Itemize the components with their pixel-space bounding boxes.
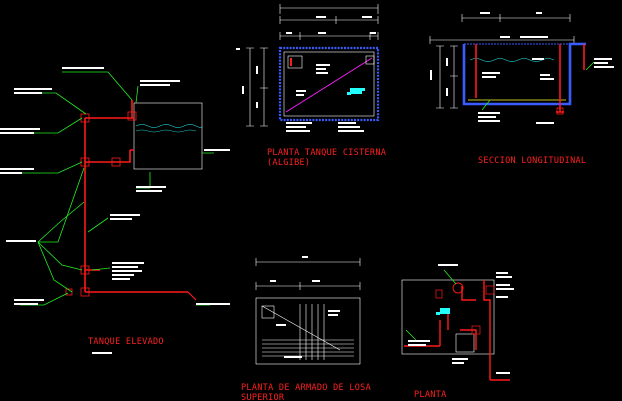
seccion-leaders: [481, 61, 595, 111]
title-armado-losa-1: PLANTA DE ARMADO DE LOSA: [241, 383, 371, 393]
cisterna-annotations: [236, 16, 376, 132]
losa-reinforcement-horizontal: [262, 339, 354, 357]
cisterna-diagonal: [285, 57, 373, 113]
water-level-line-2: [135, 129, 197, 133]
tee-fitting-icon: [80, 157, 90, 167]
seccion-annotations: [430, 12, 614, 124]
planta-valve-icon: [435, 289, 443, 299]
seccion-longitudinal-view: SECCION LONGITUDINAL: [429, 12, 614, 166]
losa-dimension-lines: [255, 258, 361, 290]
planta-room-outline: [401, 279, 495, 355]
outlet-pipe: [187, 291, 197, 301]
planta-armado-losa-view: PLANTA DE ARMADO DE LOSA SUPERIOR: [241, 256, 371, 401]
losa-hatch-opening: [261, 305, 275, 319]
planta-leaders: [405, 269, 457, 341]
losa-reinforcement-vertical: [299, 304, 325, 360]
fitting-top-icon: [80, 113, 90, 123]
float-valve-icon: [127, 111, 137, 121]
seccion-walls: [462, 42, 586, 106]
planta-fitting-icon: [471, 325, 481, 335]
planta-tank-box: [455, 333, 475, 353]
water-level-line: [135, 124, 203, 128]
elevated-tank-outline: [133, 102, 203, 170]
seccion-water-line: [469, 58, 555, 62]
seccion-pipes: [475, 44, 585, 113]
cisterna-dimension-lines: [246, 4, 379, 127]
annotation-block: [62, 67, 104, 69]
losa-annotations: [270, 256, 340, 358]
planta-view: PLANTA: [401, 264, 514, 400]
seccion-dimension-lines: [429, 14, 575, 109]
planta-annotations: [408, 264, 514, 374]
losa-outline: [255, 297, 361, 365]
tanque-elevado-view: TANQUE ELEVADO: [0, 67, 230, 354]
title-planta: PLANTA: [414, 390, 447, 400]
title-armado-losa-2: SUPERIOR: [241, 393, 285, 401]
planta-meter-icon: [452, 282, 464, 294]
planta-riser-icon: [485, 285, 495, 295]
cisterna-inner-wall: [283, 51, 375, 117]
pump-icon: [347, 88, 365, 95]
leader-lines: [16, 71, 214, 306]
pump-box: [287, 55, 303, 69]
elbow-fitting-icon: [80, 287, 90, 297]
title-seccion-longitudinal: SECCION LONGITUDINAL: [478, 156, 586, 166]
valve-icon: [111, 157, 121, 167]
title-tanque-elevado: TANQUE ELEVADO: [88, 337, 164, 347]
title-planta-cisterna-1: PLANTA TANQUE CISTERNA: [267, 148, 386, 158]
annotation-blocks: [0, 67, 230, 354]
cisterna-outer-wall: [278, 46, 380, 122]
planta-cisterna-view: PLANTA TANQUE CISTERNA (ALGIBE): [236, 4, 386, 168]
pump-marker: [290, 58, 292, 66]
losa-diagonal: [261, 305, 341, 351]
planta-pump-icon: [436, 308, 450, 315]
access-hatch: [365, 55, 375, 65]
title-planta-cisterna-2: (ALGIBE): [267, 158, 310, 168]
foot-valve-icon: [556, 107, 564, 115]
